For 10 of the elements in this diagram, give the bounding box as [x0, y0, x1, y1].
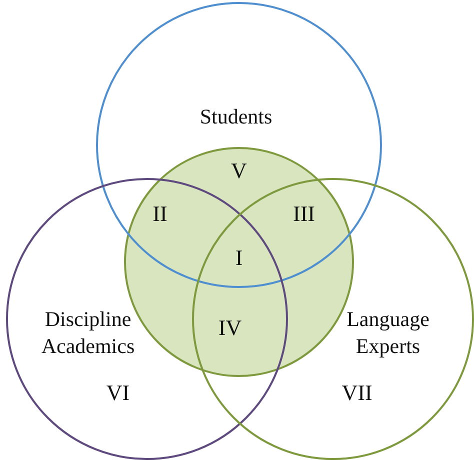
region-numeral: IV	[218, 315, 242, 341]
region-numeral: VI	[106, 380, 130, 406]
set-label: Discipline Academics	[40, 306, 136, 360]
region-numeral: III	[293, 201, 315, 227]
region-numeral: I	[235, 245, 243, 271]
set-label: Students	[198, 104, 274, 130]
region-numeral: V	[231, 158, 247, 184]
region-numeral: II	[152, 201, 168, 227]
set-label: Language Experts	[346, 306, 430, 360]
region-numeral: VII	[342, 380, 372, 406]
